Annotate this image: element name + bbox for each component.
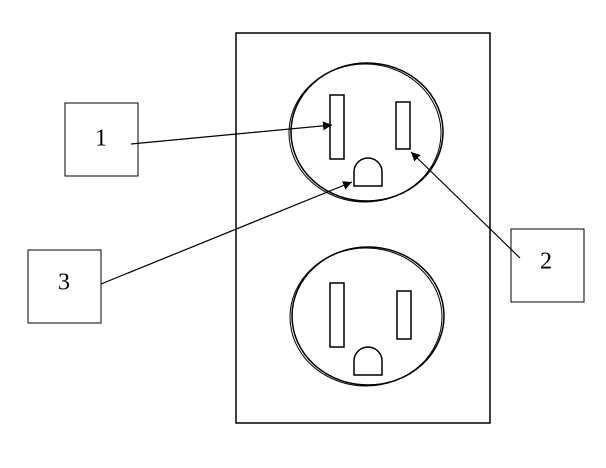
lower-receptacle-face-shadow [289, 247, 443, 387]
callout-3-arrow [100, 181, 353, 285]
callout-2-box [510, 228, 585, 303]
lower-hot-slot [396, 290, 412, 340]
lower-ground-hole [353, 346, 383, 376]
upper-receptacle-face-shadow [288, 63, 442, 203]
callout-1-label: 1 [95, 126, 107, 152]
callout-2-arrow [410, 151, 521, 259]
callout-1: 1 [64, 102, 139, 177]
callout-1-arrow [130, 121, 333, 145]
callout-3: 3 [27, 249, 102, 324]
callout-2-label: 2 [540, 249, 552, 275]
lower-receptacle [289, 246, 445, 387]
upper-receptacle [288, 62, 444, 203]
upper-receptacle-face [290, 62, 444, 202]
callout-1-box [64, 102, 139, 177]
upper-neutral-slot [329, 94, 345, 160]
lower-neutral-slot [329, 282, 345, 348]
callout-3-box [27, 249, 102, 324]
wall-plate [235, 32, 491, 424]
upper-hot-slot [395, 101, 411, 150]
upper-ground-hole [353, 157, 383, 187]
callout-3-label: 3 [58, 270, 70, 296]
lower-receptacle-face [291, 246, 445, 386]
callout-2: 2 [510, 228, 585, 303]
